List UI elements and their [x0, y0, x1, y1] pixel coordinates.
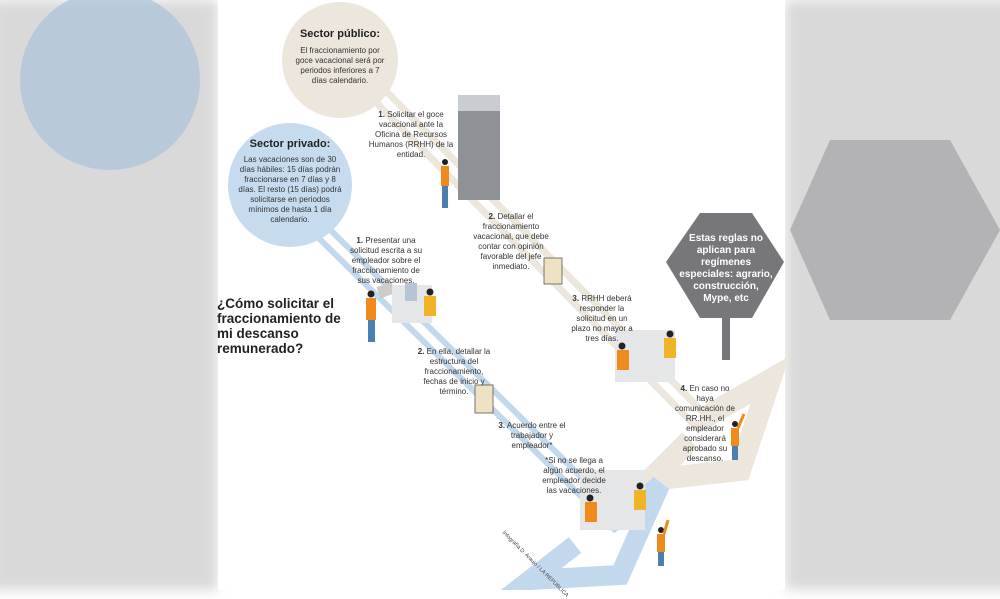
- private-arrow-inner: [287, 197, 618, 523]
- private-sector-heading: Sector privado:: [249, 138, 331, 150]
- public-sector-circle: [282, 2, 398, 118]
- private-footnote: *Si no se llega a algún acuerdo, el empl…: [542, 456, 606, 495]
- hr-office-roof: [458, 95, 500, 111]
- blurred-circle-left: [20, 0, 200, 170]
- private-sector-text: Las vacaciones son de 30 días hábiles: 1…: [238, 155, 342, 224]
- blurred-hexagon-right: [790, 140, 1000, 320]
- desk-meeting-icon: [615, 330, 676, 382]
- public-sector-text: El fraccionamiento por goce vacacional s…: [295, 46, 385, 85]
- person-waving-icon: [731, 413, 746, 460]
- document-icon: [474, 384, 494, 414]
- public-step-3: 3. RRHH deberá responder la solicitud en…: [571, 294, 633, 343]
- private-step-3: 3. Acuerdo entre el trabajador y emplead…: [498, 421, 566, 450]
- desk-meeting-icon: [580, 470, 646, 530]
- hr-office-building: [458, 108, 500, 200]
- desk-meeting-icon: [392, 283, 436, 323]
- hexagon-stem: [722, 300, 730, 360]
- document-icon: [543, 257, 563, 285]
- public-step-1: 1. Solicitar el goce vacacional ante la …: [368, 110, 454, 159]
- public-step-2: 2. Detallar el fraccionamiento vacaciona…: [473, 212, 549, 271]
- note-hexagon: [666, 213, 784, 318]
- person-icon: [441, 159, 449, 208]
- person-waving-icon: [657, 519, 670, 566]
- person-with-document-icon: [366, 281, 396, 342]
- public-sector-heading: Sector público:: [299, 28, 381, 40]
- private-step-1: 1. Presentar una solicitud escrita a su …: [349, 236, 423, 285]
- private-sector-circle: [228, 123, 352, 247]
- private-step-2: 2. En ella, detallar la estructura del f…: [417, 347, 491, 396]
- public-step-4: 4. En caso no haya comunicación de RR.HH…: [674, 384, 736, 463]
- note-text: Estas reglas no aplican para regímenes e…: [679, 233, 773, 304]
- page-title: ¿Cómo solicitar el fraccionamiento de mi…: [217, 296, 341, 356]
